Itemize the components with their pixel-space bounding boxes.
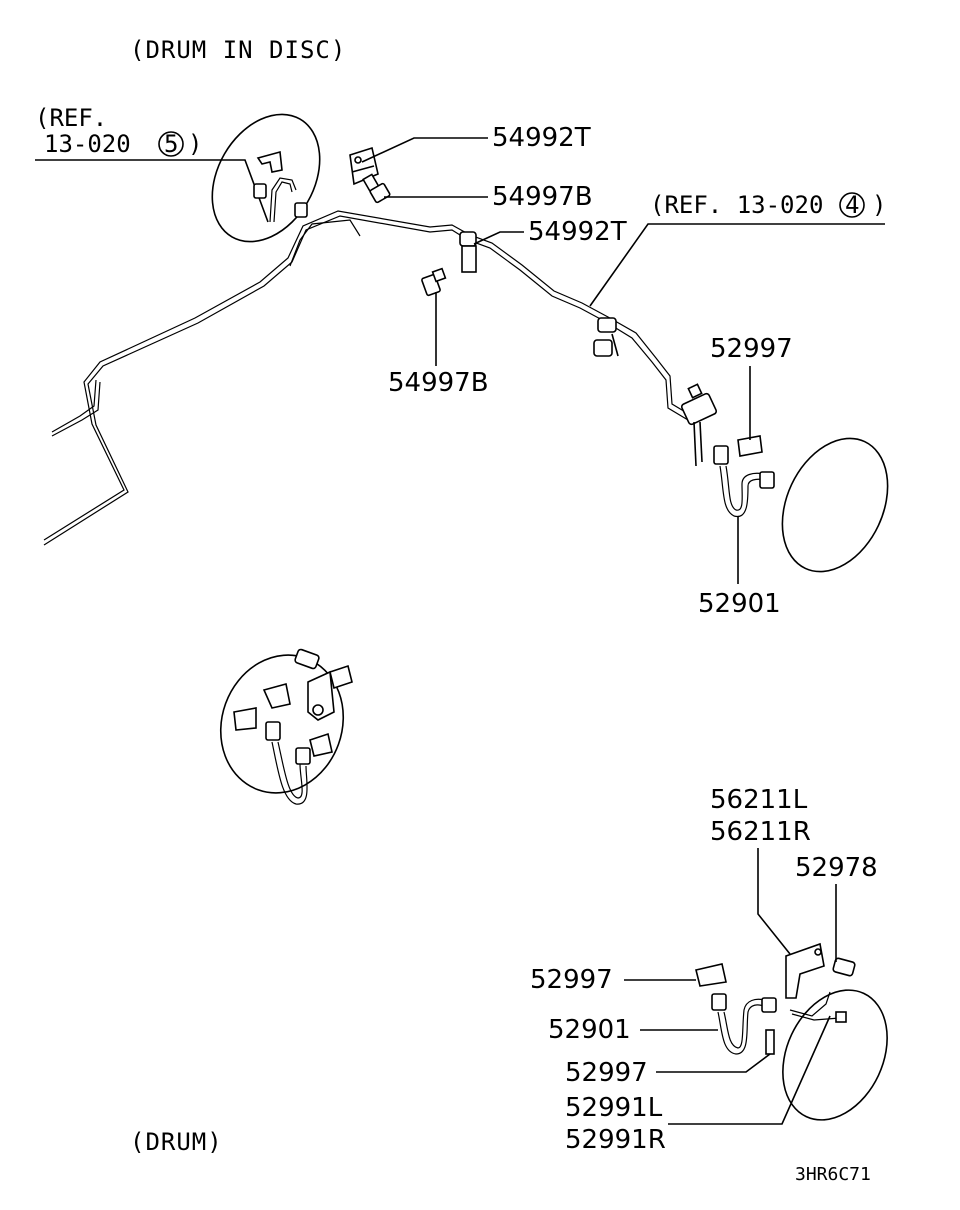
pipe-clamp-right bbox=[593, 317, 619, 357]
label-52991L: 52991L bbox=[565, 1093, 663, 1123]
caption-drum: (DRUM) bbox=[130, 1128, 223, 1156]
label-56211R: 56211R bbox=[710, 817, 811, 847]
ref-5-close: ) bbox=[188, 130, 202, 158]
ref-5-leader bbox=[35, 159, 269, 223]
ref-5-number: 5 bbox=[164, 130, 178, 158]
label-56211L: 56211L bbox=[710, 785, 808, 815]
clip-52997-lower-b bbox=[765, 1029, 775, 1055]
left-disc-fitting-b bbox=[294, 202, 308, 218]
left-disc-fitting-a bbox=[253, 183, 267, 199]
drum-left-clip-a bbox=[262, 683, 291, 709]
ref-4-close: ) bbox=[872, 191, 886, 219]
drum-left-clip-c bbox=[309, 732, 333, 757]
junction-block bbox=[680, 383, 718, 467]
label-52991R: 52991R bbox=[565, 1125, 666, 1155]
hose-52901-lower bbox=[711, 993, 777, 1055]
label-54997B-upper: 54997B bbox=[492, 182, 593, 212]
label-52997-lower-a: 52997 bbox=[530, 965, 613, 995]
ref-5-line1: (REF. bbox=[35, 104, 107, 132]
bolt-54997B-upper bbox=[362, 173, 391, 204]
clip-54992T-middle bbox=[459, 231, 477, 273]
bolt-52978 bbox=[832, 957, 856, 977]
ref-5-line2: 13-020 bbox=[44, 130, 131, 158]
label-54992T-middle: 54992T bbox=[528, 217, 627, 247]
clip-52997-lower-a bbox=[695, 963, 727, 987]
bolt-54997B-middle bbox=[421, 267, 447, 297]
diagram-code: 3HR6C71 bbox=[795, 1164, 871, 1185]
drum-left-clip-b bbox=[233, 707, 257, 731]
label-52997-upper: 52997 bbox=[710, 334, 793, 364]
right-brake-disc-upper bbox=[781, 437, 889, 573]
label-54997B-middle: 54997B bbox=[388, 368, 489, 398]
drum-left-bolt bbox=[294, 648, 320, 670]
ref-5-circle bbox=[158, 131, 184, 157]
drum-left-bracket bbox=[307, 664, 353, 721]
ref-4-circle bbox=[839, 192, 865, 218]
leader-52991 bbox=[668, 1015, 831, 1125]
left-brake-disc bbox=[211, 113, 321, 243]
label-52901-lower: 52901 bbox=[548, 1015, 631, 1045]
clip-52997-upper bbox=[737, 435, 763, 457]
drum-left-hose bbox=[265, 721, 311, 805]
ref-4-label: (REF. 13-020 bbox=[650, 191, 823, 219]
right-brake-disc-lower bbox=[782, 989, 888, 1121]
ref-4-number: 4 bbox=[845, 191, 859, 219]
label-52978: 52978 bbox=[795, 853, 878, 883]
left-disc-clip bbox=[256, 150, 283, 173]
bracket-56211 bbox=[785, 942, 825, 999]
main-brake-pipe bbox=[43, 177, 693, 546]
leader-54992T-upper bbox=[361, 137, 488, 163]
brake-pipe-52991 bbox=[789, 991, 847, 1023]
label-54992T-upper: 54992T bbox=[492, 123, 591, 153]
label-52997-lower-b: 52997 bbox=[565, 1058, 648, 1088]
leader-52997-lower-b bbox=[656, 1053, 771, 1073]
leader-54992T-middle bbox=[473, 231, 524, 245]
caption-drum-in-disc: (DRUM IN DISC) bbox=[130, 36, 346, 64]
leader-56211 bbox=[757, 848, 791, 955]
hose-52901-upper bbox=[713, 445, 775, 518]
label-52901-upper: 52901 bbox=[698, 589, 781, 619]
ref-4-leader bbox=[589, 223, 885, 307]
